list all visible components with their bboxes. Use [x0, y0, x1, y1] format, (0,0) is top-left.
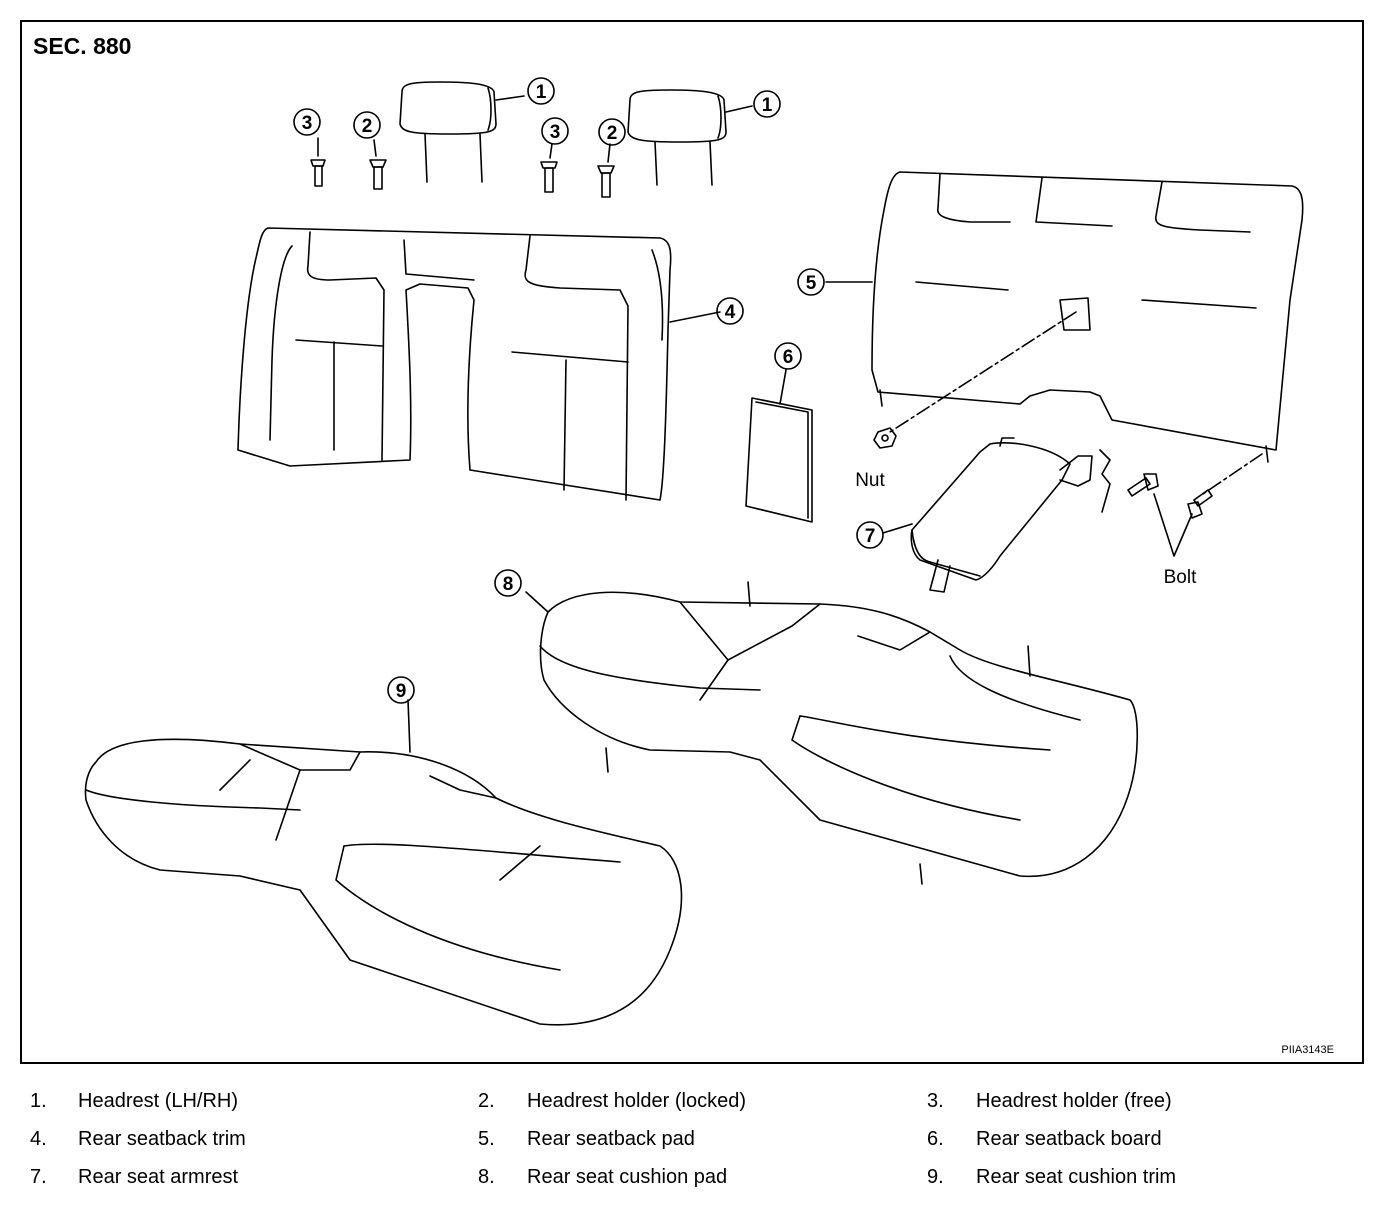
section-title: SEC. 880	[33, 33, 132, 59]
svg-text:3: 3	[302, 113, 313, 134]
rear-seat-cushion-trim	[84, 699, 683, 1026]
headrest-holder-locked-right	[597, 143, 615, 198]
legend-text: Rear seat armrest	[78, 1166, 239, 1188]
diagram-frame	[20, 20, 1364, 1064]
legend-number: 4.	[30, 1128, 47, 1150]
legend-number: 3.	[927, 1090, 944, 1112]
nut-part	[873, 427, 897, 449]
callout-1-right: 1	[753, 90, 781, 118]
legend-row: 1. Headrest (LH/RH) 2. Headrest holder (…	[0, 1090, 1392, 1120]
bolt-left	[1127, 473, 1159, 497]
legend-text: Rear seat cushion pad	[527, 1166, 728, 1188]
legend-number: 6.	[927, 1128, 944, 1150]
callout-2-right: 2	[598, 118, 626, 146]
legend-text: Headrest holder (free)	[976, 1090, 1172, 1112]
svg-text:9: 9	[396, 681, 407, 702]
headrest-left	[399, 81, 525, 183]
legend-number: 9.	[927, 1166, 944, 1188]
legend-row: 4. Rear seatback trim 5. Rear seatback p…	[0, 1128, 1392, 1158]
svg-text:2: 2	[362, 116, 373, 137]
callout-9: 9	[387, 676, 415, 704]
alignment-line-nut	[889, 311, 1077, 433]
callout-4: 4	[716, 297, 744, 325]
legend-number: 8.	[478, 1166, 495, 1188]
svg-text:8: 8	[503, 574, 514, 595]
headrest-holder-locked-left	[369, 139, 387, 190]
callout-8: 8	[494, 569, 522, 597]
callout-7: 7	[856, 521, 913, 549]
legend-text: Rear seat cushion trim	[976, 1166, 1177, 1188]
callout-6: 6	[774, 342, 802, 370]
legend-row: 7. Rear seat armrest 8. Rear seat cushio…	[0, 1166, 1392, 1196]
callout-3-left: 3	[293, 108, 321, 136]
svg-text:7: 7	[865, 526, 876, 547]
legend-text: Headrest (LH/RH)	[78, 1090, 239, 1112]
svg-text:2: 2	[607, 123, 618, 144]
legend-number: 1.	[30, 1090, 47, 1112]
svg-text:1: 1	[536, 82, 547, 103]
headrest-holder-free-right	[540, 143, 558, 193]
svg-text:3: 3	[550, 122, 561, 143]
legend-text: Rear seatback board	[976, 1128, 1162, 1150]
rear-seatback-pad	[825, 171, 1304, 463]
legend-number: 7.	[30, 1166, 47, 1188]
figure-code: PIIA3143E	[1281, 1044, 1334, 1056]
callout-3-right: 3	[541, 117, 569, 145]
rear-seatback-board	[745, 369, 813, 523]
bolt-leader-lines	[1153, 493, 1193, 557]
alignment-line-bolt	[1199, 453, 1263, 497]
nut-label: Nut	[855, 470, 885, 491]
headrest-holder-free-left	[310, 137, 326, 187]
svg-text:4: 4	[725, 302, 736, 323]
legend-text: Rear seatback trim	[78, 1128, 246, 1150]
svg-text:5: 5	[806, 273, 817, 294]
legend-number: 5.	[478, 1128, 495, 1150]
legend-text: Headrest holder (locked)	[527, 1090, 746, 1112]
bolt-label: Bolt	[1164, 567, 1197, 588]
legend-number: 2.	[478, 1090, 495, 1112]
rear-seat-armrest	[910, 437, 1111, 593]
callout-1-left: 1	[527, 77, 555, 105]
callout-2-left: 2	[353, 111, 381, 139]
callout-5: 5	[797, 268, 825, 296]
svg-text:1: 1	[762, 95, 773, 116]
headrest-right	[627, 89, 753, 186]
exploded-seat-diagram: 1 1 3 2 3 2 4 5 6 7 8 9	[84, 77, 1304, 1026]
rear-seat-cushion-pad	[525, 581, 1139, 885]
svg-text:6: 6	[783, 347, 794, 368]
rear-seatback-trim	[237, 227, 721, 501]
legend-text: Rear seatback pad	[527, 1128, 695, 1150]
bolt-right	[1187, 489, 1213, 519]
